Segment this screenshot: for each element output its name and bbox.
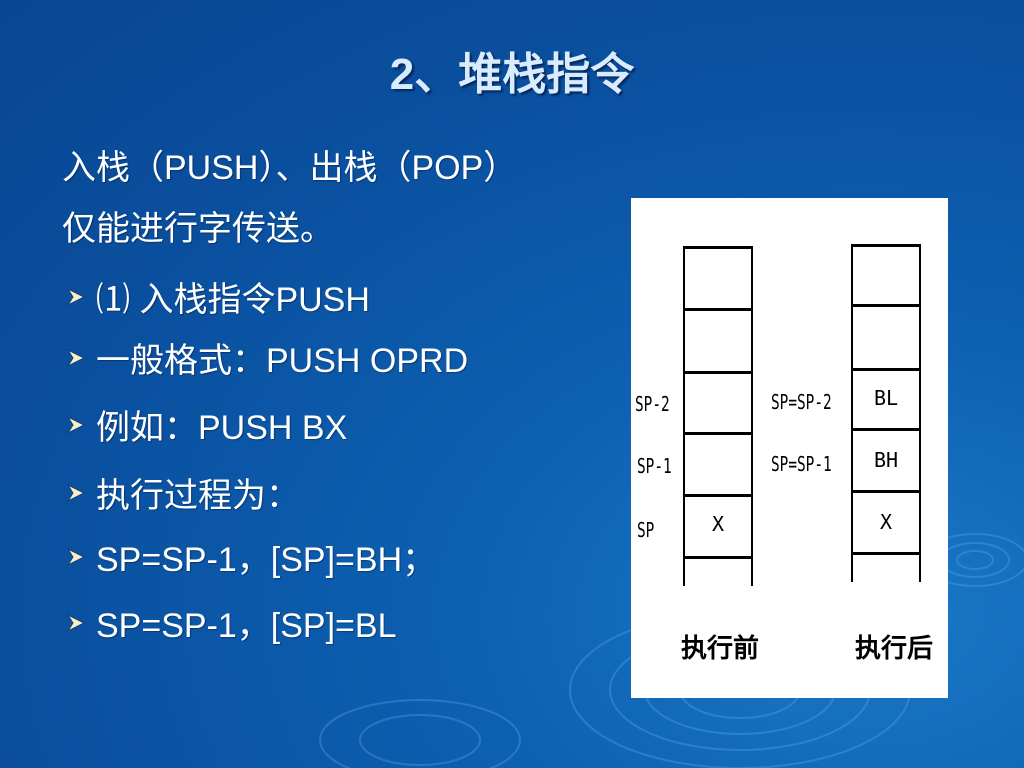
arrow-bullet-icon [64,482,96,504]
label-sp: SP [637,518,655,542]
bullet-text: 一般格式：PUSH OPRD [96,342,469,380]
stack-divider [683,308,753,311]
label-sp-1: SP-1 [637,454,672,478]
stack-cell-after-bh: BH [873,448,899,472]
arrow-bullet-icon [64,612,96,634]
label-sp-eq-sp-1: SP=SP-1 [771,452,832,476]
caption-after: 执行后 [855,634,934,664]
bullet-item: SP=SP-1，[SP]=BH； [64,532,436,581]
bullet-item: 例如：PUSH BX [64,400,347,449]
bullet-text: SP=SP-1，[SP]=BH； [96,541,437,579]
arrow-bullet-icon [64,414,96,436]
arrow-bullet-icon [64,286,96,308]
stack-divider [851,244,921,247]
stack-divider [683,432,753,435]
bullet-text: 例如：PUSH BX [96,409,348,447]
arrow-bullet-icon [64,546,96,568]
slide-title: 2、堆栈指令 [389,50,635,99]
bullet-item: SP=SP-1，[SP]=BL [64,598,397,647]
stack-divider [683,494,753,497]
bullet-text: 执行过程为： [96,477,300,515]
label-sp-eq-sp-2: SP=SP-2 [771,390,832,414]
stack-divider [851,368,921,371]
bullet-item: 执行过程为： [64,468,300,517]
stack-divider [851,490,921,493]
bullet-item: 一般格式：PUSH OPRD [64,333,468,382]
stack-divider [851,552,921,555]
caption-before: 执行前 [681,634,760,664]
stack-diagram: X SP-2 SP-1 SP BL BH X SP=SP-2 SP=SP-1 执… [631,198,948,698]
intro-line-1: 入栈（PUSH）、出栈（POP） [62,149,518,187]
bullet-text: SP=SP-1，[SP]=BL [96,607,397,645]
label-sp-2: SP-2 [635,392,670,416]
stack-divider [851,304,921,307]
stack-after-column [851,244,921,582]
stack-divider [851,428,921,431]
arrow-bullet-icon [64,347,96,369]
stack-divider [683,556,753,559]
stack-divider [683,246,753,249]
stack-before-column [683,246,753,586]
stack-divider [683,371,753,374]
intro-line-2: 仅能进行字传送。 [62,210,334,248]
bullet-text: ⑴ 入栈指令PUSH [96,281,370,319]
stack-cell-before-x: X [711,512,725,536]
stack-cell-after-bl: BL [873,386,899,410]
stack-cell-after-x: X [879,510,893,534]
bullet-item: ⑴ 入栈指令PUSH [64,272,370,321]
